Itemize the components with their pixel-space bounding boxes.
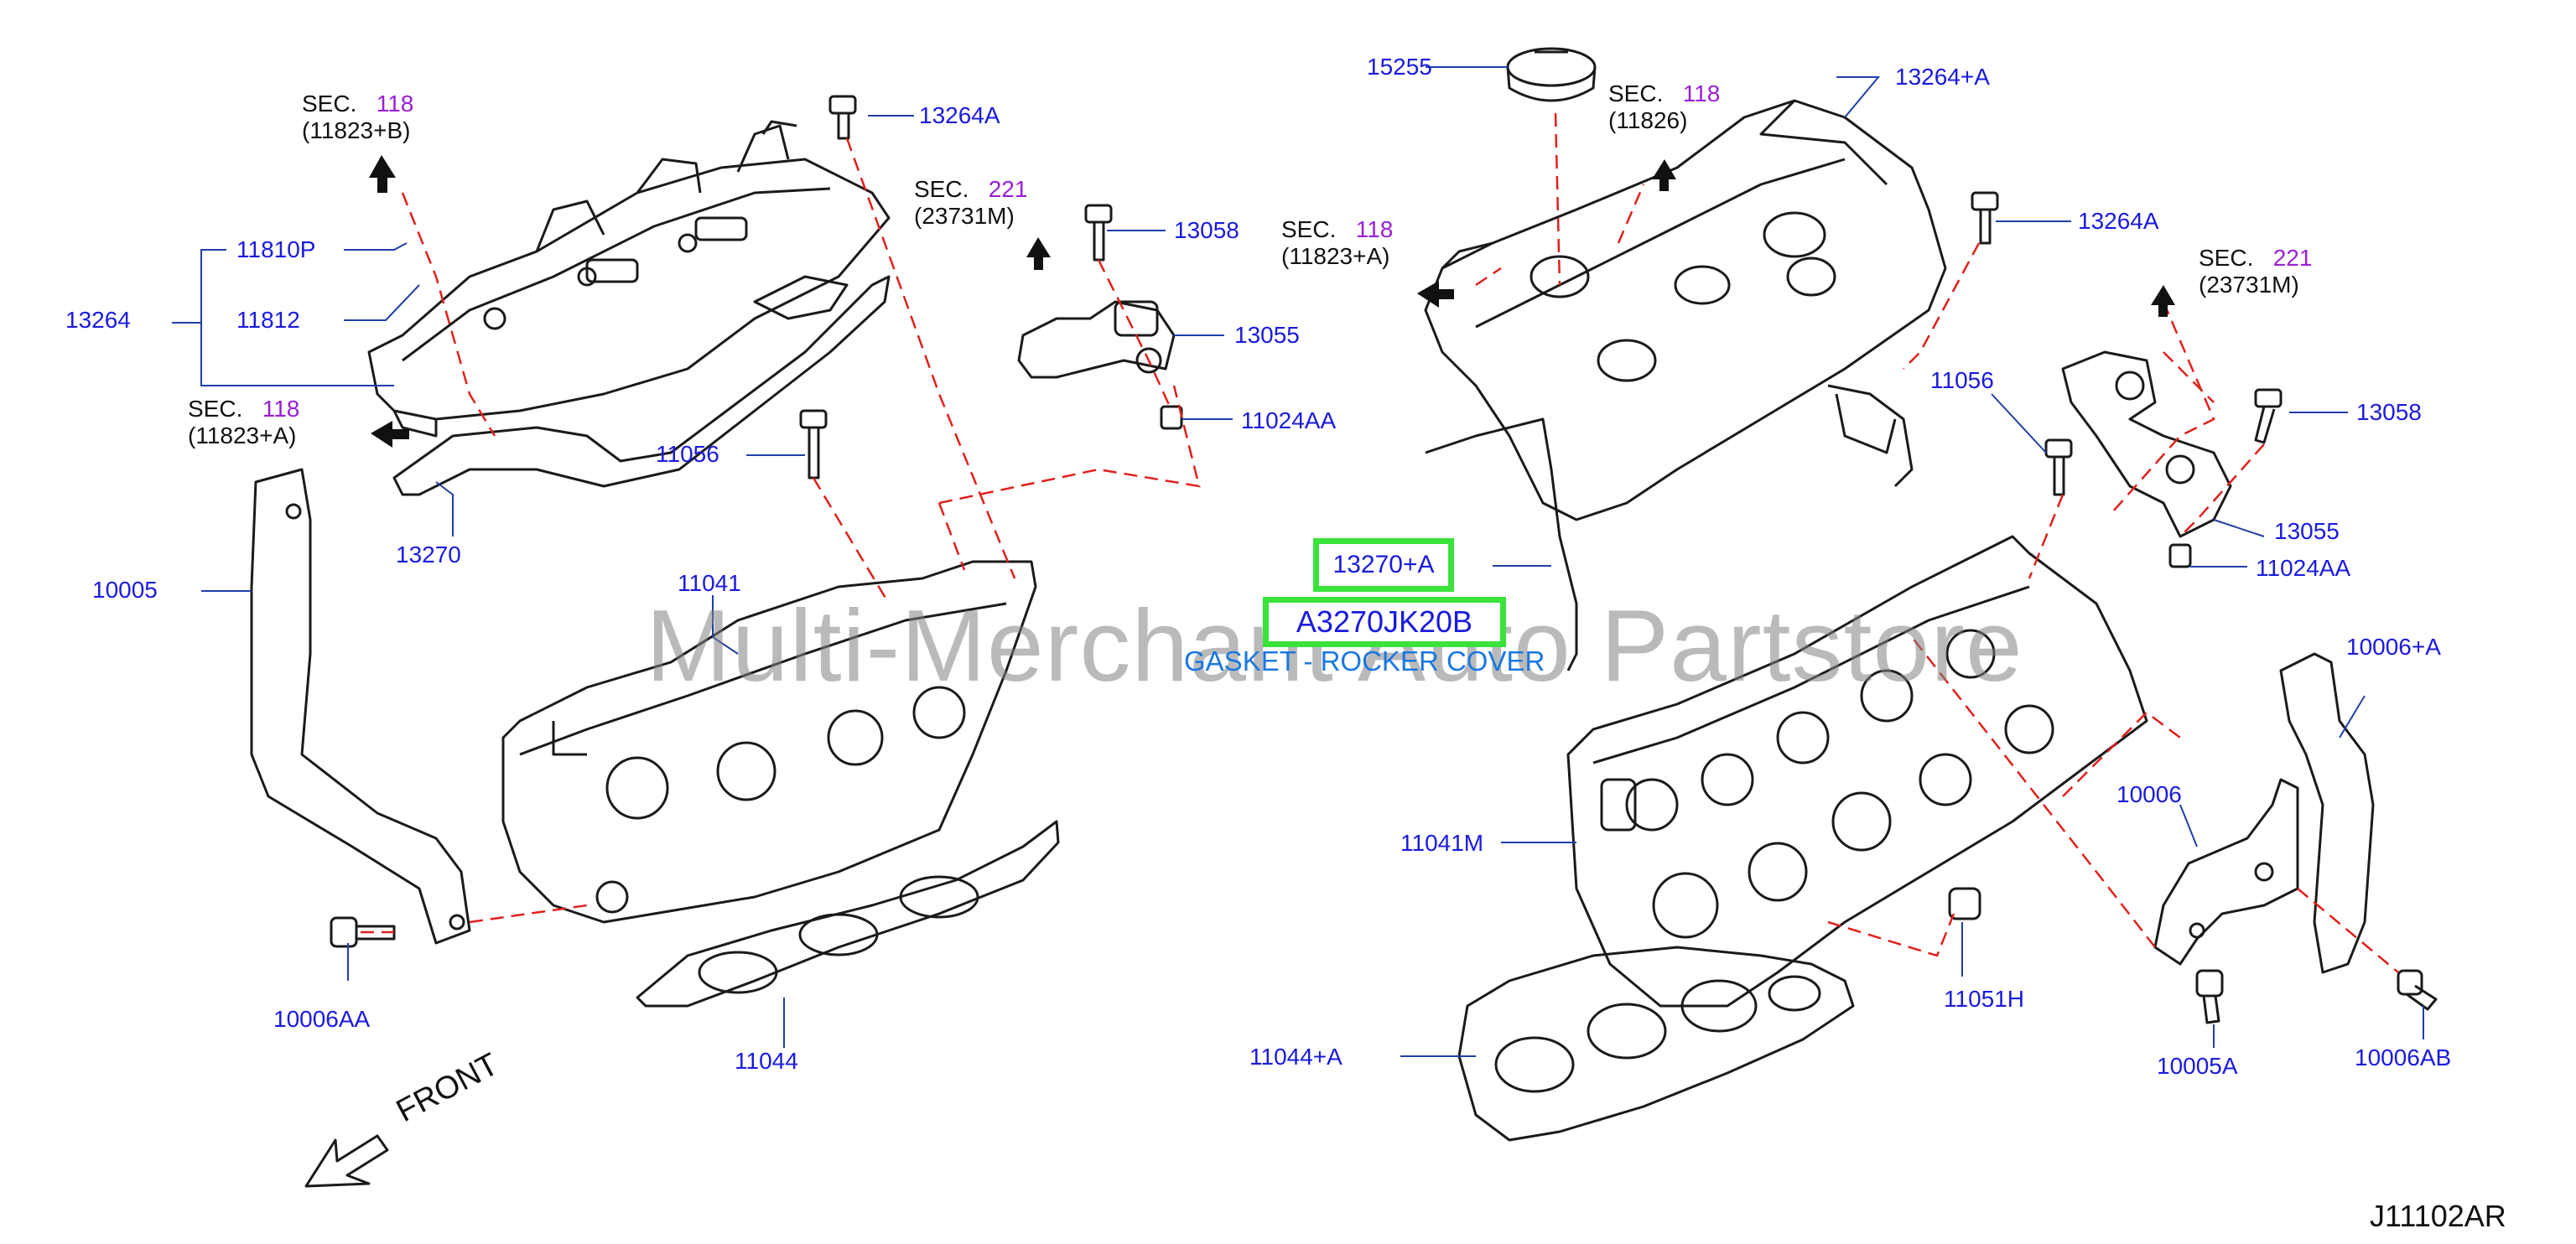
part-label-13264-plus-a[interactable]: 13264+A (1895, 64, 1990, 90)
part-label-10006[interactable]: 10006 (2116, 781, 2182, 807)
part-label-11056-right[interactable]: 11056 (1930, 367, 1994, 393)
section-number: 221 (2272, 245, 2313, 271)
part-label-11024aa-left[interactable]: 11024AA (1241, 407, 1337, 433)
left-head-gasket-11044 (636, 820, 1060, 1008)
assembly-dashed-lines (361, 112, 2399, 973)
part-label-11051h[interactable]: 11051H (1944, 986, 2025, 1012)
diagram-code: J11102AR (2370, 1199, 2506, 1233)
section-ref-6[interactable]: SEC. 221 (23731M) (2199, 245, 2312, 298)
front-arrow-icon (304, 1134, 389, 1188)
part-label-11812[interactable]: 11812 (236, 307, 300, 333)
part-label-13270[interactable]: 13270 (396, 542, 461, 568)
part-label-13055-left[interactable]: 13055 (1234, 322, 1300, 348)
left-solenoid-13055 (1017, 300, 1183, 430)
right-bracket-10006a (2279, 652, 2375, 974)
section-ref-code: (11823+A) (188, 422, 297, 448)
part-label-11044-plus-a[interactable]: 11044+A (1249, 1044, 1343, 1070)
part-label-10006ab[interactable]: 10006AB (2355, 1044, 2452, 1070)
section-ref-code: (11826) (1608, 107, 1688, 133)
arrow-left-icon (1417, 281, 1454, 308)
part-label-13055-right[interactable]: 13055 (2274, 518, 2340, 544)
section-ref-code: (23731M) (914, 203, 1015, 229)
part-label-10005a[interactable]: 10005A (2157, 1053, 2238, 1079)
part-label-11056-left[interactable]: 11056 (656, 441, 719, 467)
section-number: 118 (1355, 216, 1394, 242)
section-prefix: SEC. (2199, 245, 2254, 271)
label-leader-lines (172, 66, 2424, 1057)
section-ref-5[interactable]: SEC. 118 (11823+A) (1281, 216, 1393, 270)
right-rocker-cover (1424, 99, 1947, 521)
section-ref-code: (11823+B) (302, 117, 411, 143)
highlighted-part-label[interactable]: 13270+A (1313, 538, 1454, 592)
part-label-11044[interactable]: 11044 (735, 1048, 798, 1074)
part-label-15255[interactable]: 15255 (1367, 54, 1432, 80)
right-bolts (1948, 191, 2283, 920)
left-cylinder-head-11041 (501, 560, 1037, 924)
part-label-13058-left[interactable]: 13058 (1174, 217, 1239, 243)
left-bracket-10005 (250, 468, 471, 945)
left-rocker-cover (367, 120, 891, 438)
part-label-11810p[interactable]: 11810P (236, 236, 316, 262)
part-label-10006-plus-a[interactable]: 10006+A (2346, 634, 2441, 660)
section-prefix: SEC. (302, 91, 357, 117)
highlighted-part-description: GASKET - ROCKER COVER (1184, 645, 1545, 676)
section-ref-code: (23731M) (2199, 272, 2299, 298)
section-ref-1[interactable]: SEC. 118 (11823+B) (302, 91, 413, 144)
part-label-13264a-top[interactable]: 13264A (919, 102, 1000, 128)
arrow-up-icon (1652, 159, 1676, 191)
section-ref-3[interactable]: SEC. 118 (11823+A) (188, 396, 299, 449)
section-prefix: SEC. (1608, 80, 1664, 106)
part-label-13264a-right[interactable]: 13264A (2078, 208, 2159, 234)
arrow-up-icon (369, 155, 396, 193)
section-prefix: SEC. (914, 176, 969, 202)
part-label-11024aa-right[interactable]: 11024AA (2256, 555, 2351, 581)
section-prefix: SEC. (1281, 216, 1337, 242)
section-number: 221 (988, 176, 1028, 202)
part-label-13058-right[interactable]: 13058 (2356, 399, 2422, 425)
part-label-11041[interactable]: 11041 (678, 570, 741, 596)
right-mount-bolts (2195, 969, 2438, 1024)
section-number: 118 (376, 91, 414, 117)
part-label-11041m[interactable]: 11041M (1400, 830, 1484, 856)
section-ref-2[interactable]: SEC. 221 (23731M) (914, 176, 1027, 230)
arrow-left-icon (371, 421, 409, 448)
section-number: 118 (1682, 80, 1721, 106)
section-prefix: SEC. (188, 396, 243, 422)
part-label-13264[interactable]: 13264 (65, 307, 131, 333)
highlighted-part-number[interactable]: A3270JK20B (1263, 597, 1506, 647)
arrow-up-icon (1026, 237, 1051, 270)
section-number: 118 (262, 396, 300, 422)
part-label-10005[interactable]: 10005 (92, 577, 158, 603)
section-arrows (369, 155, 2175, 448)
right-solenoid-13055 (2061, 350, 2232, 568)
section-ref-4[interactable]: SEC. 118 (11826) (1608, 80, 1720, 134)
right-bracket-10006 (2153, 778, 2299, 966)
left-bolts (799, 95, 1113, 479)
part-label-10006aa[interactable]: 10006AA (273, 1006, 371, 1032)
section-ref-code: (11823+A) (1281, 243, 1390, 269)
right-gasket-13270a (1425, 384, 1914, 671)
right-head-gasket-11044a (1457, 946, 1855, 1142)
arrow-up-icon (2151, 285, 2175, 317)
left-gasket-13270 (392, 275, 891, 496)
oil-filler-cap-15255 (1506, 47, 1597, 102)
